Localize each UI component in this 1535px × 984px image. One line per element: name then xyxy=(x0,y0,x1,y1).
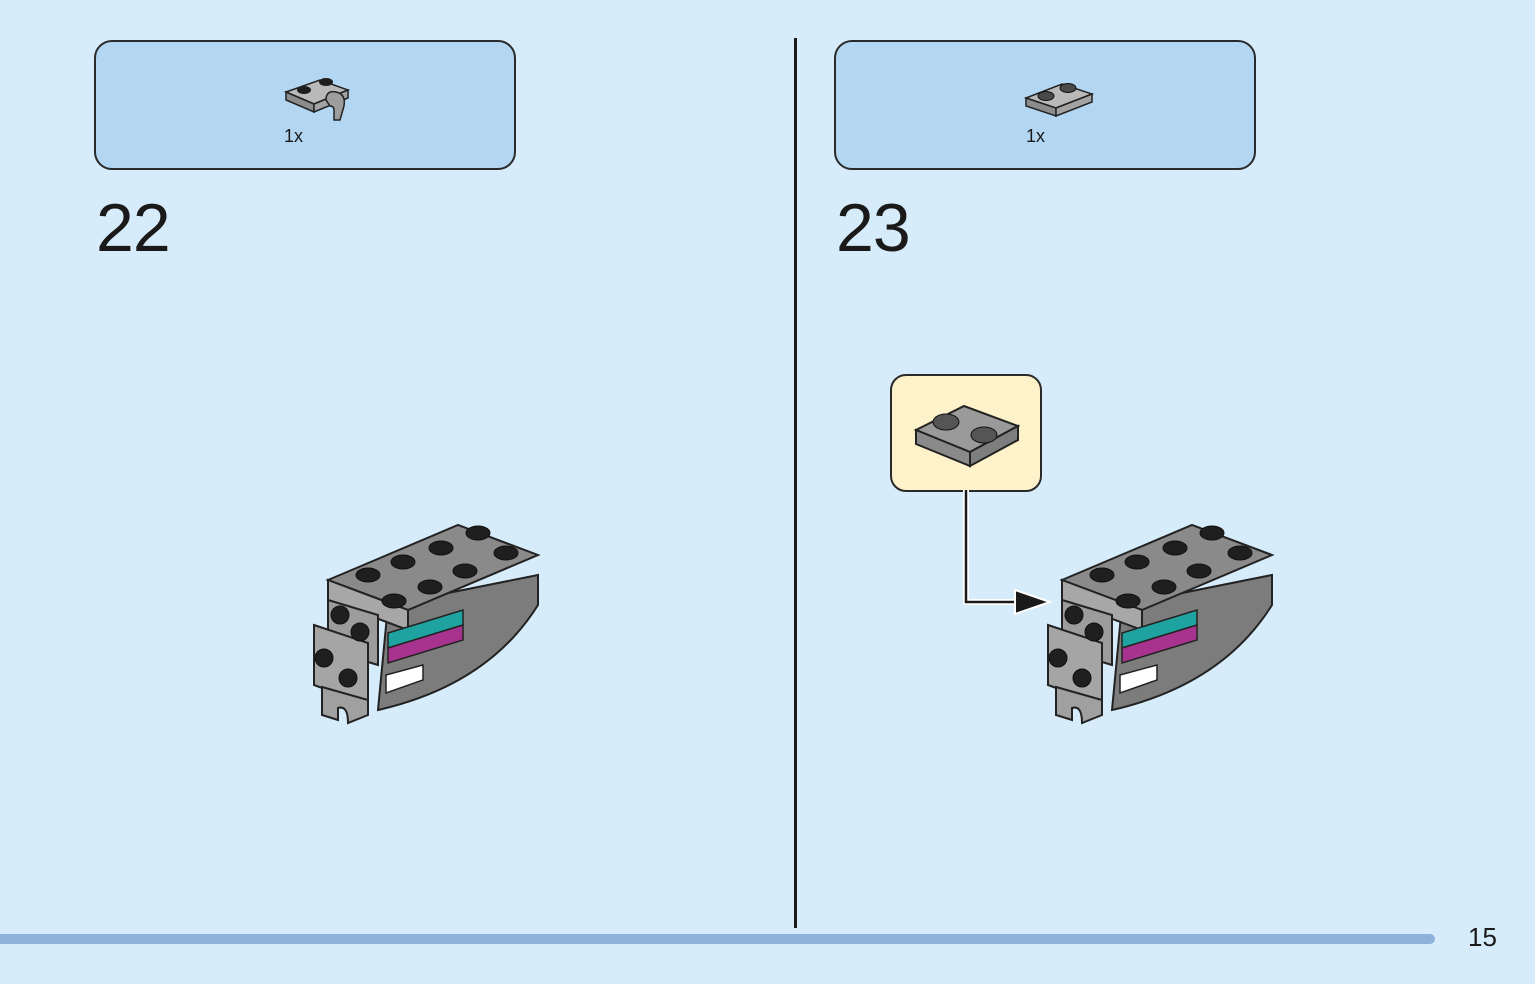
step-number: 23 xyxy=(836,190,911,266)
step-divider xyxy=(794,38,797,928)
parts-list-step-23: 1x xyxy=(834,40,1256,170)
page-number: 15 xyxy=(1468,922,1497,952)
arrow-icon xyxy=(963,490,1054,616)
plate-1x2-icon xyxy=(913,404,1021,468)
parts-list-step-22: 1x xyxy=(94,40,516,170)
callout-box xyxy=(890,374,1042,492)
assembly-model-step-23 xyxy=(1047,523,1275,725)
parts-quantity: 1x xyxy=(284,126,304,146)
parts-quantity: 1x xyxy=(1026,126,1046,146)
page-footer-bar xyxy=(0,934,1435,944)
plate-1x2-icon xyxy=(1023,83,1095,118)
assembly-model-step-22 xyxy=(313,523,541,725)
plate-1x2-with-clip-icon xyxy=(283,78,351,121)
step-number: 22 xyxy=(96,190,171,266)
